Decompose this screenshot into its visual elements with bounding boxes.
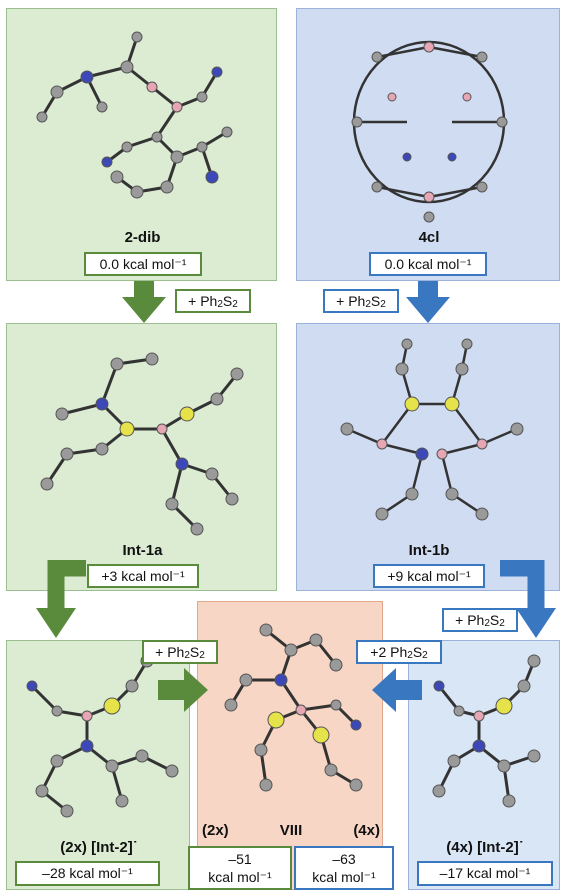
- molecule-int-2-left: [26, 654, 179, 818]
- energy-box-4cl: 0.0 kcal mol⁻¹: [369, 252, 487, 276]
- molecule-4cl: [351, 40, 508, 223]
- label-2-dib: 2-dib: [124, 229, 161, 246]
- energy-box-int-2-right: –17 kcal mol⁻¹: [417, 861, 553, 886]
- label-int-2-right: (4x) [Int-2]˙: [446, 839, 524, 856]
- arrow-left-blue: [372, 668, 422, 712]
- panel-int-1b: Int-1b +9 kcal mol⁻¹: [296, 323, 560, 591]
- arrow-right-green: [158, 668, 208, 712]
- energy-box-viii-left: –51 kcal mol⁻¹: [188, 846, 292, 890]
- label-viii-left-mult: (2x): [202, 822, 229, 839]
- label-int-1b: Int-1b: [408, 542, 450, 559]
- label-viii: VIII: [279, 822, 303, 839]
- energy-box-viii-right: –63 kcal mol⁻¹: [294, 846, 394, 890]
- molecule-int-2-right: [432, 654, 541, 808]
- panel-int-2-left: (2x) [Int-2]˙ –28 kcal mol⁻¹: [6, 640, 190, 890]
- panel-2-dib: 2-dib 0.0 kcal mol⁻¹: [6, 8, 277, 281]
- arrow-down-blue-1: [406, 281, 450, 323]
- arrow-bent-green: [36, 560, 86, 638]
- panel-int-1a: Int-1a +3 kcal mol⁻¹: [6, 323, 277, 591]
- label-int-2-left: (2x) [Int-2]˙: [60, 839, 138, 856]
- label-viii-right-mult: (4x): [353, 822, 380, 839]
- molecule-viii: [224, 623, 363, 792]
- label-int-1a: Int-1a: [122, 542, 163, 559]
- label-4cl: 4cl: [418, 229, 440, 246]
- energy-box-int-1a: +3 kcal mol⁻¹: [87, 564, 199, 588]
- arrow-down-green-1: [122, 281, 166, 323]
- molecule-int-1b: [340, 338, 524, 521]
- molecule-2-dib: [36, 31, 233, 199]
- panel-viii: (2x) VIII (4x) –51 kcal mol⁻¹ –63 kcal m…: [188, 601, 394, 890]
- arrow-bent-blue: [500, 560, 556, 638]
- energy-box-int-1b: +9 kcal mol⁻¹: [373, 564, 485, 588]
- panel-4cl: 4cl 0.0 kcal mol⁻¹: [296, 8, 560, 281]
- energy-box-2-dib: 0.0 kcal mol⁻¹: [84, 252, 202, 276]
- panel-int-2-right: (4x) [Int-2]˙ –17 kcal mol⁻¹: [408, 640, 560, 890]
- energy-box-int-2-left: –28 kcal mol⁻¹: [15, 861, 160, 886]
- molecule-int-1a: [40, 352, 244, 536]
